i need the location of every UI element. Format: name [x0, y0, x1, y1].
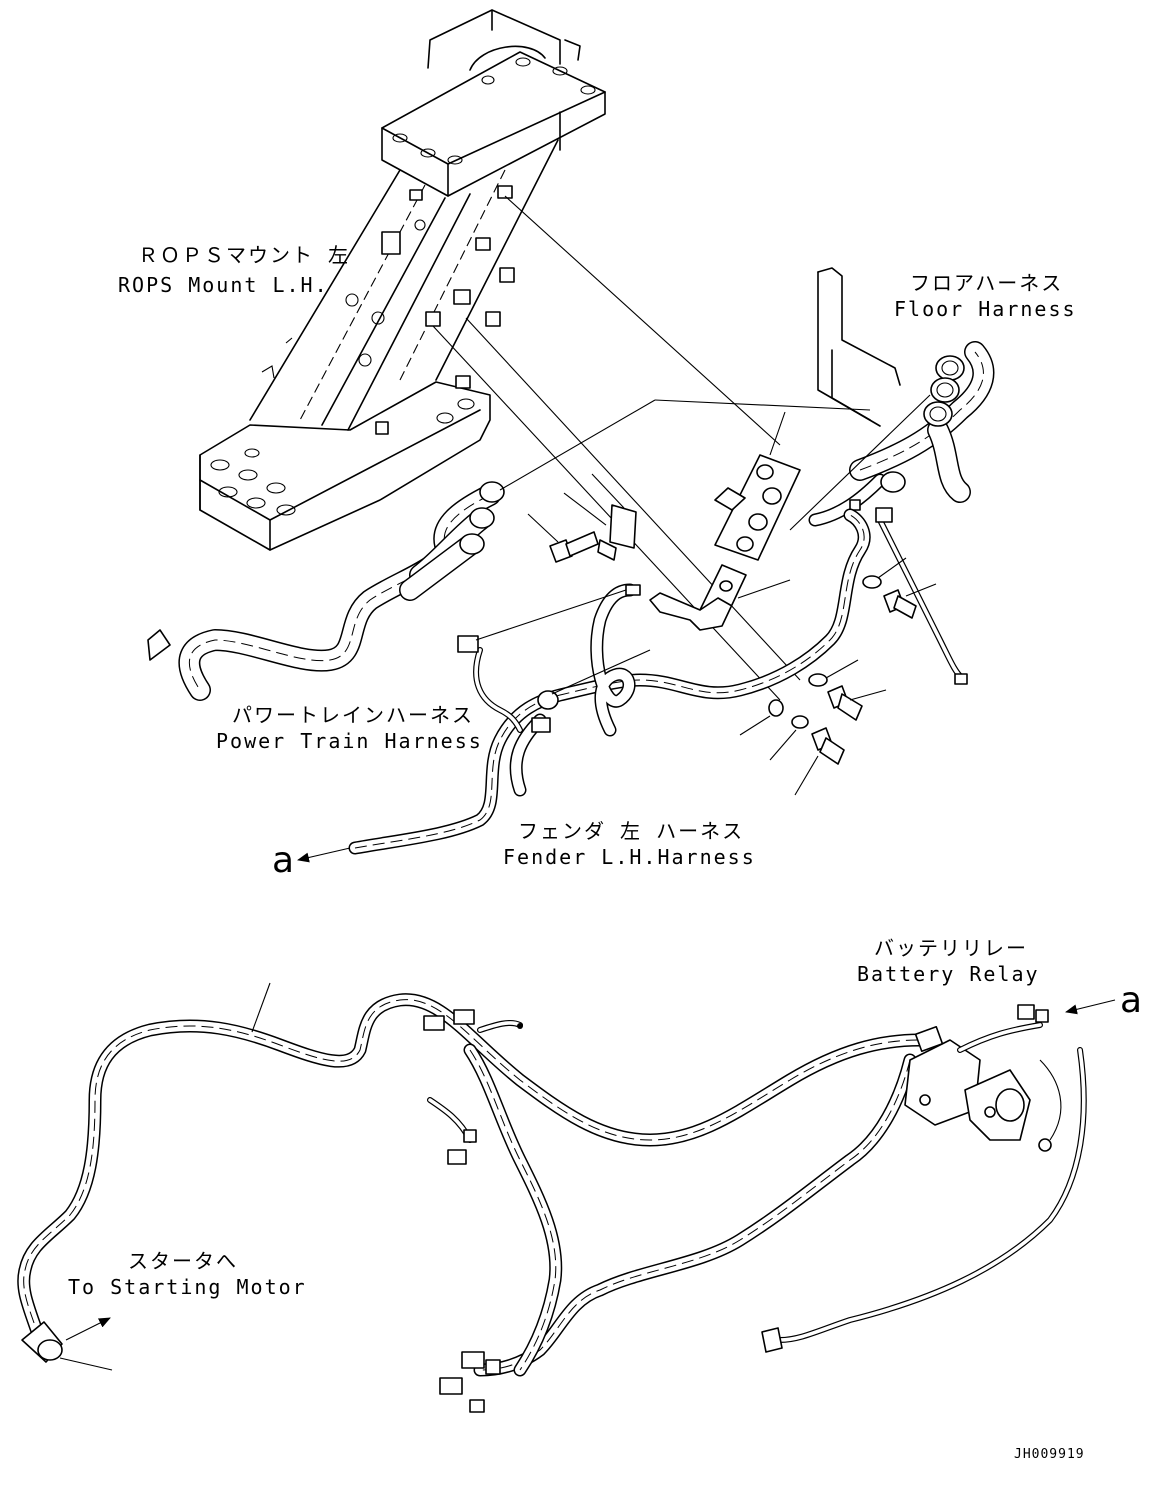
fender-label-en: Fender L.H.Harness: [503, 845, 756, 869]
battery-cable: [17, 982, 927, 1371]
bolt-left: [527, 513, 599, 563]
starter-label-en: To Starting Motor: [68, 1275, 307, 1299]
ref-arrow-a-lower: [1065, 999, 1116, 1015]
battery-relay: [904, 1004, 1062, 1152]
rops-mount-label-en: ROPS Mount L.H.: [118, 273, 329, 297]
fender-label-jp: フェンダ 左 ハーネス: [518, 819, 744, 843]
power-train-label-en: Power Train Harness: [216, 729, 483, 753]
starter-arrow: [65, 1317, 111, 1341]
battery-relay-label-en: Battery Relay: [857, 962, 1040, 986]
rops-mount-label-jp: ＲＯＰＳマウント 左: [138, 243, 350, 267]
power-train-label-jp: パワートレインハーネス: [232, 703, 474, 727]
power-train-harness: [147, 399, 871, 701]
fender-lh-harness: [348, 508, 871, 855]
battery-relay-label-jp: バッテリリレー: [874, 936, 1028, 960]
clip-bracket: [563, 473, 637, 561]
floor-harness-label-en: Floor Harness: [894, 297, 1077, 321]
floor-harness-label-jp: フロアハーネス: [910, 271, 1063, 295]
ref-letter-a-upper: a: [272, 840, 294, 881]
drawing-number: JH009919: [1014, 1447, 1085, 1462]
ref-letter-a-lower: a: [1120, 980, 1142, 1021]
harness-bracket-lower: [649, 564, 791, 631]
harness-bracket-upper: [714, 411, 801, 561]
sensor-wire: [761, 1047, 1087, 1353]
fender-harness-lower: [423, 1009, 917, 1413]
starter-label-jp: スタータへ: [128, 1249, 238, 1273]
rops-mount-lh: [199, 9, 801, 701]
bolts-washers-lower: [739, 659, 887, 796]
bolt-right-upper: [862, 557, 937, 619]
floor-harness: [789, 267, 995, 685]
ref-arrow-a-upper: [297, 847, 351, 863]
